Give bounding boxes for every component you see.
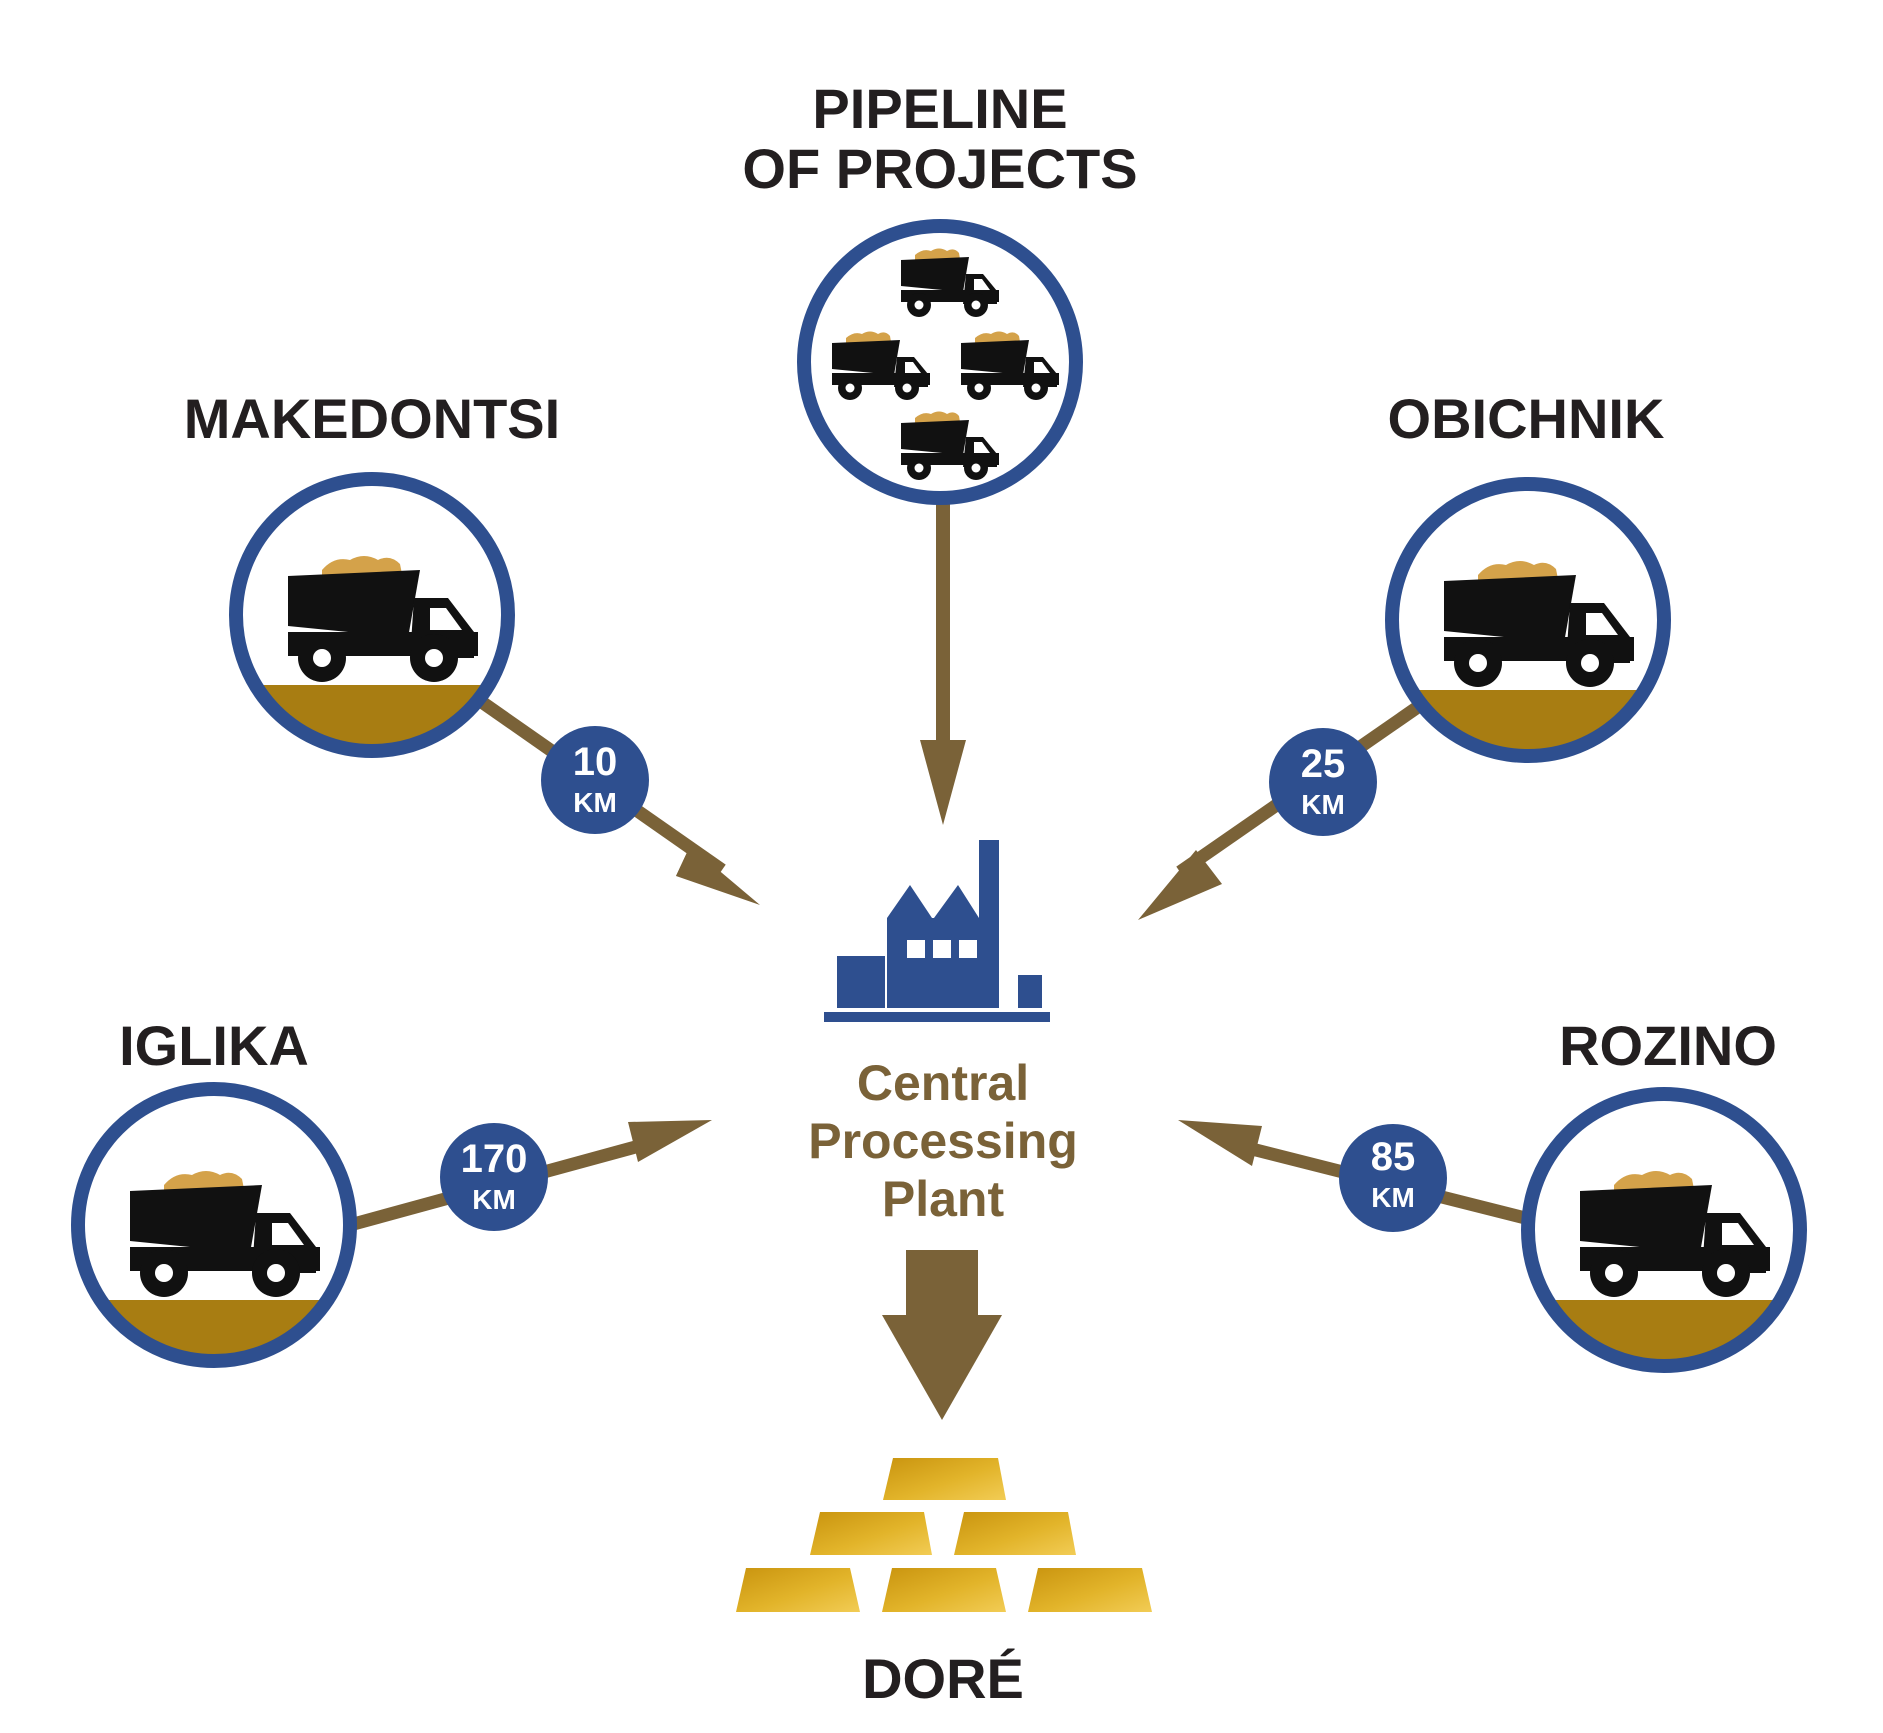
- svg-text:25: 25: [1301, 742, 1346, 786]
- pipeline-node: [797, 219, 1083, 505]
- plant-label-line2: Processing: [808, 1113, 1078, 1169]
- svg-text:10: 10: [573, 740, 618, 784]
- distance-badge-iglika: 170 KM: [440, 1123, 548, 1231]
- svg-text:KM: KM: [573, 787, 617, 818]
- svg-text:KM: KM: [472, 1184, 516, 1215]
- factory-icon: [824, 840, 1050, 1022]
- iglika-title: IGLIKA: [119, 1014, 309, 1077]
- plant-label-line1: Central: [857, 1055, 1029, 1111]
- distance-badge-obichnik: 25 KM: [1269, 728, 1377, 836]
- svg-text:170: 170: [461, 1137, 528, 1181]
- distance-badge-makedontsi: 10 KM: [541, 726, 649, 834]
- plant-label-line3: Plant: [882, 1171, 1005, 1227]
- svg-text:KM: KM: [1371, 1182, 1415, 1213]
- svg-text:KM: KM: [1301, 789, 1345, 820]
- makedontsi-node: [229, 472, 515, 758]
- pipeline-title-line1: PIPELINE: [812, 77, 1067, 140]
- makedontsi-title: MAKEDONTSI: [184, 387, 560, 450]
- iglika-node: [71, 1082, 357, 1368]
- dore-label: DORÉ: [862, 1647, 1024, 1710]
- arrow-pipeline-to-plant: [920, 500, 966, 825]
- obichnik-title: OBICHNIK: [1388, 387, 1665, 450]
- arrow-plant-to-dore: [882, 1250, 1002, 1420]
- rozino-node: [1521, 1087, 1807, 1373]
- obichnik-node: [1385, 477, 1671, 763]
- svg-text:85: 85: [1371, 1135, 1416, 1179]
- pipeline-title-line2: OF PROJECTS: [742, 137, 1137, 200]
- gold-bars-icon: [736, 1458, 1152, 1612]
- distance-badge-rozino: 85 KM: [1339, 1124, 1447, 1232]
- rozino-title: ROZINO: [1559, 1014, 1777, 1077]
